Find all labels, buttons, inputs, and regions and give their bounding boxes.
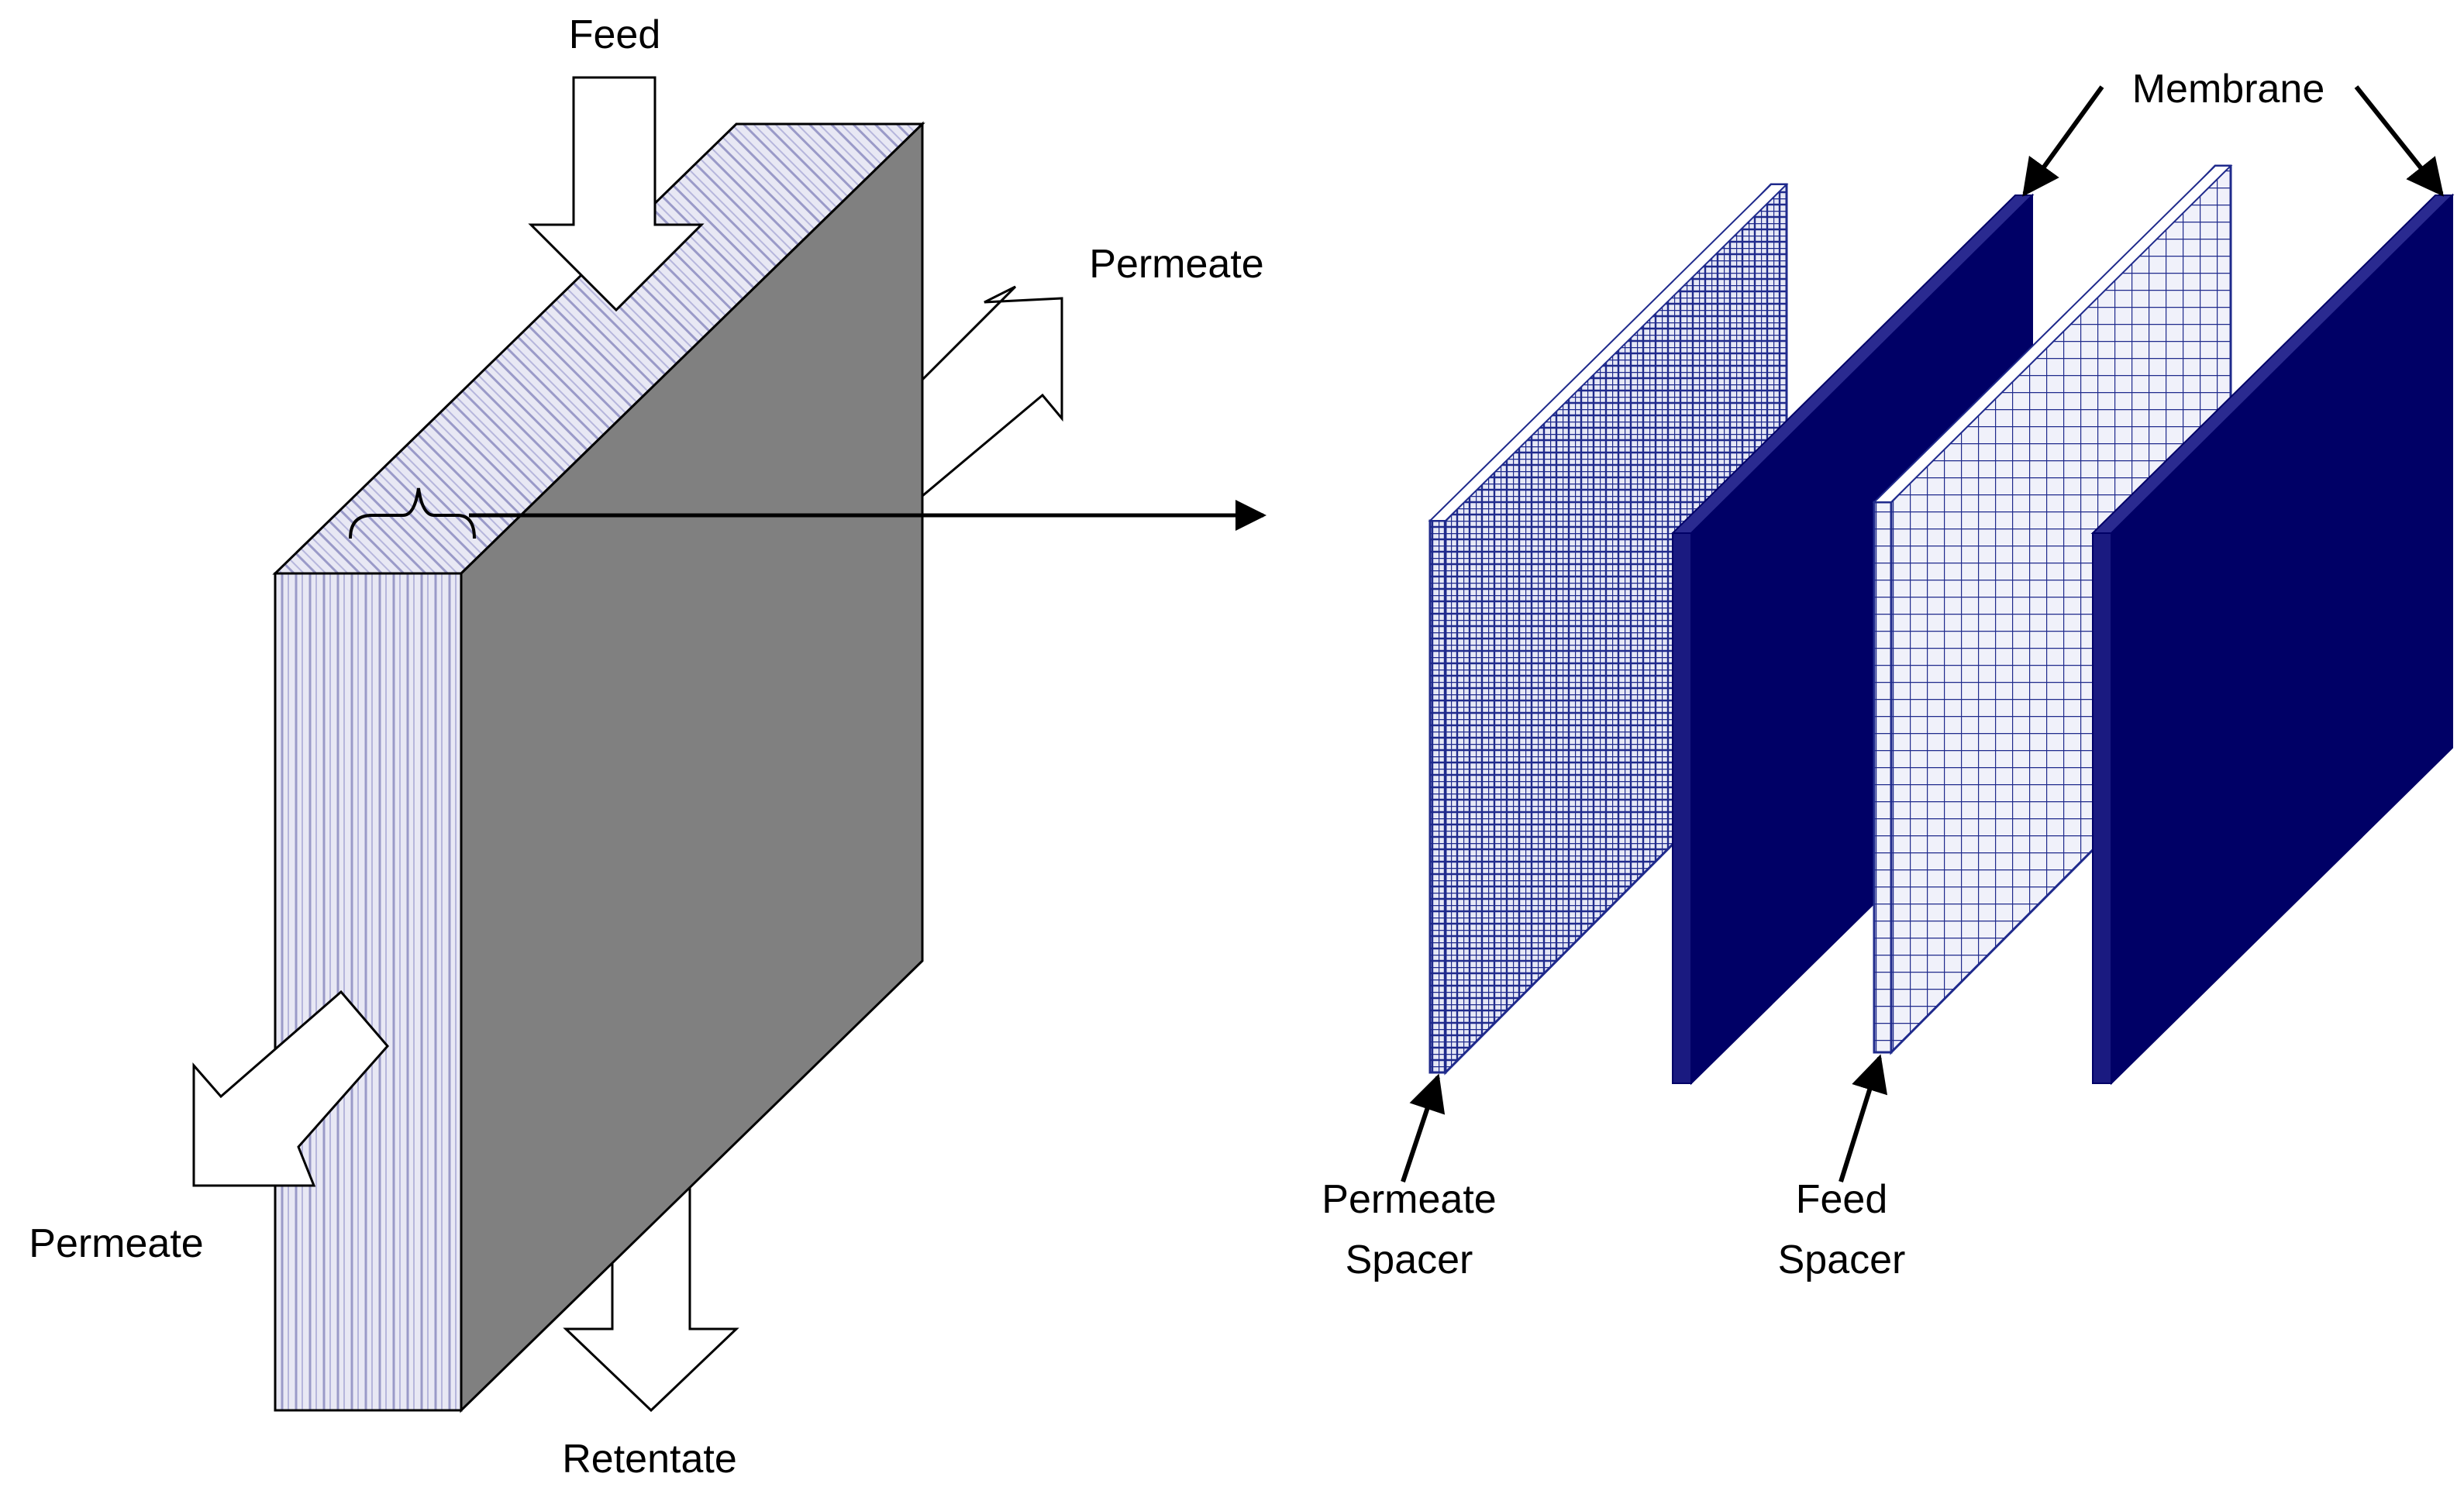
membrane-pointer-1: [2022, 85, 2104, 197]
permeate-arrow-left: [192, 990, 389, 1187]
permeate-spacer-top: [1428, 184, 1789, 522]
retentate-label: Retentate: [562, 1437, 737, 1482]
retentate-arrow: [563, 1169, 739, 1413]
membrane-2-edge: [2092, 532, 2112, 1084]
feed-spacer-top: [1872, 165, 2233, 503]
membrane-sheet-1: [1670, 193, 2035, 1086]
permeate-spacer-label-line1: Permeate: [1322, 1177, 1496, 1222]
feed-spacer-edge: [1873, 501, 1893, 1054]
permeate-arrow-top: [921, 285, 1063, 499]
permeate-spacer-label-line2: Spacer: [1346, 1238, 1473, 1282]
permeate-spacer-edge: [1428, 519, 1447, 1074]
membrane-label: Membrane: [2132, 67, 2325, 112]
feed-label: Feed: [569, 12, 661, 57]
repeat-unit-brace: [349, 487, 476, 539]
permeate-label-top: Permeate: [1089, 242, 1263, 287]
membrane-1-edge: [1672, 532, 1692, 1084]
feed-spacer: [1872, 164, 2233, 1055]
module-side-face: [274, 572, 463, 1412]
permeate-spacer-pointer: [1401, 1073, 1446, 1182]
feed-arrow: [528, 76, 705, 312]
membrane-pointer-2: [2354, 85, 2444, 197]
feed-spacer-label-line2: Spacer: [1778, 1238, 1906, 1282]
membrane-sheet-2: [2090, 193, 2455, 1086]
feed-spacer-pointer: [1839, 1054, 1888, 1182]
permeate-label-left: Permeate: [29, 1221, 203, 1266]
feed-spacer-label-line1: Feed: [1796, 1177, 1888, 1222]
